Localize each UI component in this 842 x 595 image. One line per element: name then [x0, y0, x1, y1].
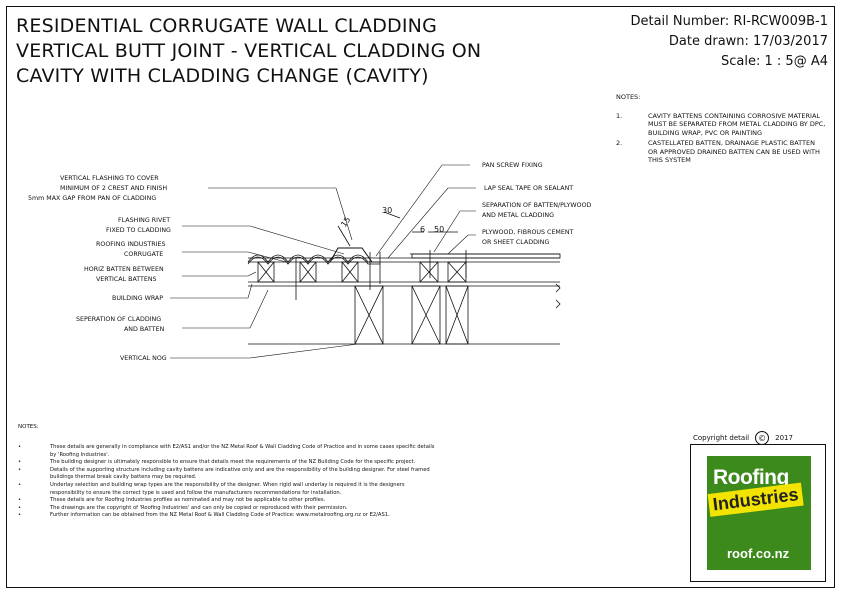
- label-horiz-batten-2: VERTICAL BATTENS: [96, 276, 157, 283]
- title-line-3: CAVITY WITH CLADDING CHANGE (CAVITY): [16, 65, 429, 87]
- right-note-2: 2. CASTELLATED BATTEN, DRAINAGE PLASTIC …: [616, 139, 820, 165]
- drawing-frame: [6, 6, 835, 588]
- logo-url: roof.co.nz: [727, 546, 790, 561]
- label-sep-batten-2: AND METAL CLADDING: [482, 212, 554, 219]
- logo-roofing: Roofing: [713, 466, 789, 489]
- label-pan-screw: PAN SCREW FIXING: [482, 162, 543, 169]
- logo-box: [690, 444, 826, 582]
- date-drawn: Date drawn: 17/03/2017: [668, 34, 828, 49]
- label-vertical-flashing-1: VERTICAL FLASHING TO COVER: [60, 175, 159, 182]
- label-vertical-flashing-2: MINIMUM OF 2 CREST AND FINISH: [60, 185, 167, 192]
- label-lap-seal: LAP SEAL TAPE OR SEALANT: [484, 185, 573, 192]
- label-plywood-2: OR SHEET CLADDING: [482, 239, 549, 246]
- label-separation-2: AND BATTEN: [124, 326, 165, 333]
- title-line-1: RESIDENTIAL CORRUGATE WALL CLADDING: [16, 15, 438, 37]
- label-plywood-1: PLYWOOD, FIBROUS CEMENT: [482, 229, 574, 236]
- title-block-meta: Detail Number: RI-RCW009B-1 Date drawn: …: [630, 12, 828, 72]
- right-note-1: 1. CAVITY BATTENS CONTAINING CORROSIVE M…: [616, 112, 826, 137]
- label-separation-1: SEPERATION OF CLADDING: [76, 316, 161, 323]
- left-note-2: •The building designer is ultimately res…: [18, 459, 416, 466]
- copyright-line: Copyright detail © 2017: [693, 431, 793, 445]
- section-diagram: VERTICAL FLASHING TO COVER MINIMUM OF 2 …: [28, 162, 592, 362]
- left-note-4: •Underlay selection and building wrap ty…: [18, 481, 405, 496]
- copyright-label: Copyright detail: [693, 434, 750, 442]
- label-flashing-rivet-1: FLASHING RIVET: [118, 217, 170, 224]
- scale: Scale: 1 : 5@ A4: [721, 54, 828, 69]
- right-notes: 1. CAVITY BATTENS CONTAINING CORROSIVE M…: [616, 112, 826, 166]
- left-note-1: •These details are generally in complian…: [18, 444, 435, 458]
- label-flashing-rivet-2: FIXED TO CLADDING: [106, 227, 171, 234]
- label-vertical-flashing-3: 5mm MAX GAP FROM PAN OF CLADDING: [28, 195, 156, 202]
- label-roofing-corrugate-2: CORRUGATE: [124, 251, 163, 258]
- label-sep-batten-1: SEPARATION OF BATTEN/PLYWOOD: [482, 202, 592, 209]
- left-note-5: •These details are for Roofing Industrie…: [18, 497, 326, 504]
- detail-number: Detail Number: RI-RCW009B-1: [630, 14, 828, 29]
- left-note-7: •Further information can be obtained fro…: [18, 512, 390, 519]
- left-notes: •These details are generally in complian…: [18, 444, 438, 520]
- roofing-industries-logo: Roofing Industries roof.co.nz: [707, 456, 811, 570]
- copyright-icon: ©: [755, 431, 770, 445]
- drawing-title: RESIDENTIAL CORRUGATE WALL CLADDING VERT…: [16, 14, 481, 89]
- label-horiz-batten-1: HORIZ BATTEN BETWEEN: [84, 266, 164, 273]
- left-note-6: •The drawings are the copyright of 'Roof…: [18, 504, 348, 511]
- dim-15: 15: [339, 215, 352, 229]
- title-line-2: VERTICAL BUTT JOINT - VERTICAL CLADDING …: [16, 40, 482, 62]
- dim-30: 30: [382, 206, 392, 215]
- right-notes-heading: NOTES:: [616, 93, 641, 101]
- label-building-wrap: BUILDING WRAP: [112, 295, 163, 302]
- left-notes-heading: NOTES:: [18, 424, 39, 430]
- dim-6: 6: [420, 225, 425, 234]
- label-vertical-nog: VERTICAL NOG: [120, 355, 167, 362]
- dim-50: 50: [434, 225, 444, 234]
- label-roofing-corrugate-1: ROOFING INDUSTRIES: [96, 241, 165, 248]
- left-note-3: •Details of the supporting structure inc…: [18, 466, 430, 481]
- copyright-year: 2017: [775, 434, 793, 442]
